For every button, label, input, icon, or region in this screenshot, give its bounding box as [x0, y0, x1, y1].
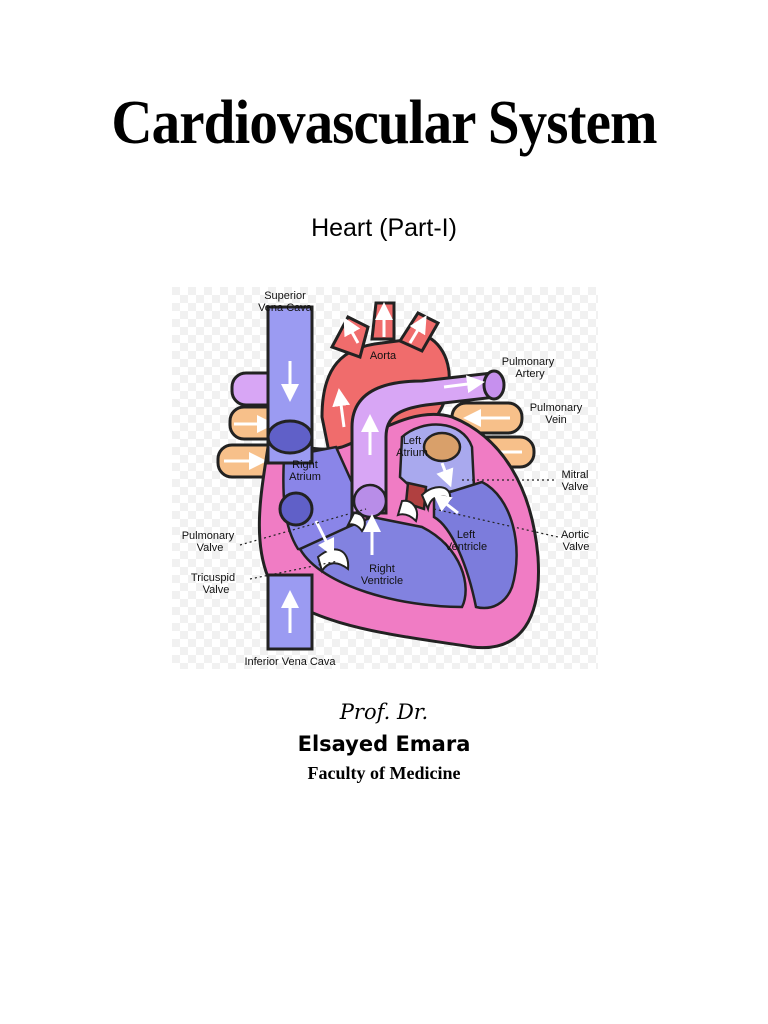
right-ventricle — [298, 515, 467, 609]
label-left-atrium-2: Atrium — [396, 447, 428, 459]
label-superior-vena-cava-2: Vena Cava — [258, 302, 313, 314]
label-left-ventricle-1: Left — [457, 529, 475, 541]
label-right-ventricle-1: Right — [369, 563, 395, 575]
label-mitral-valve-2: Valve — [562, 481, 589, 493]
author-affiliation: Faculty of Medicine — [307, 763, 461, 783]
document-subtitle: Heart (Part-I) — [311, 214, 457, 242]
label-pulmonary-valve-1: Pulmonary — [182, 530, 235, 542]
label-mitral-valve-1: Mitral — [562, 469, 589, 481]
valves — [314, 462, 459, 574]
label-aorta: Aorta — [370, 350, 397, 362]
label-superior-vena-cava-1: Superior — [264, 290, 306, 302]
heart-diagram-svg: Superior Vena Cava Aorta Pulmonary Arter… — [172, 287, 598, 669]
pulmonary-artery — [350, 369, 506, 515]
author-prefix: Prof. Dr. — [339, 700, 429, 724]
author-name: Elsayed Emara — [297, 732, 471, 756]
label-right-ventricle-2: Ventricle — [361, 575, 403, 587]
label-aortic-valve-1: Aortic — [561, 529, 590, 541]
label-inferior-vena-cava: Inferior Vena Cava — [244, 656, 336, 668]
label-right-atrium-1: Right — [292, 459, 318, 471]
document-title: Cardiovascular System — [111, 89, 657, 157]
label-pulmonary-vein-1: Pulmonary — [530, 402, 583, 414]
diagram-labels: Superior Vena Cava Aorta Pulmonary Arter… — [182, 290, 590, 668]
label-pulmonary-artery-1: Pulmonary — [502, 356, 555, 368]
label-left-atrium-1: Left — [403, 435, 421, 447]
label-tricuspid-valve-2: Valve — [203, 584, 230, 596]
label-pulmonary-valve-2: Valve — [197, 542, 224, 554]
label-aortic-valve-2: Valve — [563, 541, 590, 553]
callout-lines — [239, 479, 559, 580]
vena-cava — [266, 305, 314, 651]
label-right-atrium-2: Atrium — [289, 471, 321, 483]
label-tricuspid-valve-1: Tricuspid — [191, 572, 235, 584]
label-pulmonary-vein-2: Vein — [545, 414, 566, 426]
pulmonary-vein-opening — [422, 431, 462, 463]
heart-diagram: Superior Vena Cava Aorta Pulmonary Arter… — [172, 287, 598, 669]
label-pulmonary-artery-2: Artery — [515, 368, 545, 380]
label-left-ventricle-2: Ventricle — [445, 541, 487, 553]
